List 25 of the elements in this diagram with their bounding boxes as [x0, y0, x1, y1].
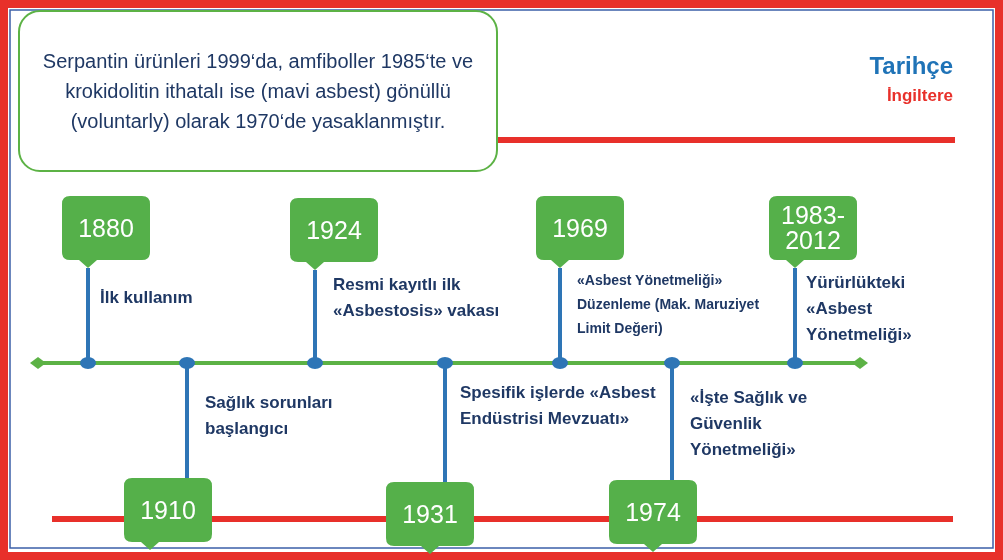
year-callout: [536, 196, 624, 268]
year-label: 1880: [77, 212, 135, 244]
event-description: Resmi kayıtlı ilk «Asbestosis» vakası: [333, 274, 501, 322]
year-callout: [62, 196, 150, 268]
event-description: «İşte Sağlık ve Güvenlik Yönetmeliği»: [690, 387, 809, 461]
year-label: 1983- 2012: [781, 202, 845, 254]
event-description: Yürürlükteki «Asbest Yönetmeliği»: [806, 272, 913, 346]
event-description: «Asbest Yönetmeliği» Düzenleme (Mak. Maruziyet Limit Değeri): [577, 271, 761, 338]
info-box: [18, 10, 498, 172]
year-callout: [124, 478, 212, 550]
event-description: İlk kullanım: [100, 287, 194, 309]
year-callout: [290, 198, 378, 270]
year-label: 1974: [624, 496, 682, 528]
year-label: 1924: [305, 214, 363, 246]
subtitle: İngiltere: [886, 86, 953, 106]
year-callout: [386, 482, 474, 554]
title: Tarihçe: [869, 52, 953, 80]
event-description: Sağlık sorunları başlangıcı: [205, 392, 334, 440]
year-callout: [769, 196, 857, 268]
event-description: Spesifik işlerde «Asbest Endüstrisi Mevzuatı»: [460, 382, 657, 430]
year-label: 1969: [551, 212, 609, 244]
year-label: 1910: [139, 494, 197, 526]
year-label: 1931: [401, 498, 459, 530]
info-text: Serpantin ürünleri 1999‘da, amfiboller 1985‘te ve krokidolitin ithatalı ise (mavi asbest) gönüllü (voluntarly) olarak 1970‘de yasaklanmıştır.: [41, 49, 475, 134]
year-callout: [609, 480, 697, 552]
